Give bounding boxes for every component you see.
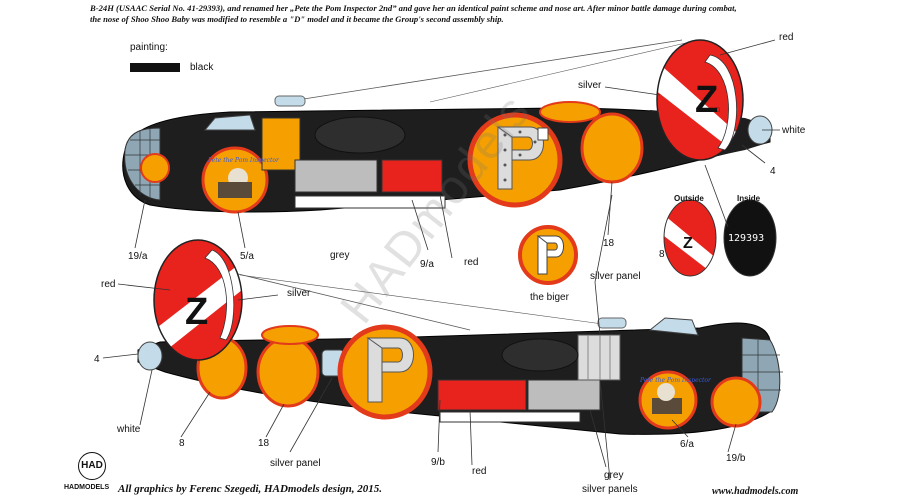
leader-lines [102, 39, 780, 481]
label-top-silver: silver [578, 80, 602, 91]
bottom-nose-art-text: Pete the Pom Inspector [639, 377, 712, 384]
label-bottom-silver: silver [287, 288, 311, 299]
header-line-2: the nose of Shoo Shoo Baby was modified … [90, 14, 504, 24]
label-bottom-18: 18 [258, 438, 270, 449]
label-top-8: 8 [659, 249, 665, 260]
label-bottom-6a: 6/a [680, 439, 694, 450]
bottom-aircraft-profile: Z [137, 239, 783, 435]
bottom-orange-circle-19b [710, 376, 762, 428]
label-bottom-4: 4 [94, 354, 100, 365]
bottom-tail-letter: Z [185, 291, 208, 333]
bigger-group-marking [518, 225, 578, 285]
top-orange-circle-18 [580, 112, 644, 184]
label-top-19a: 19/a [128, 251, 148, 262]
label-bottom-red-tail: red [101, 279, 116, 290]
bottom-red-panel [437, 379, 527, 411]
label-bottom-red-panel: red [472, 466, 487, 477]
label-top-18: 18 [603, 238, 615, 249]
label-top-red-panel: red [464, 257, 479, 268]
legend-swatch [130, 63, 180, 72]
bottom-grey-panel [527, 379, 601, 411]
footer-url[interactable]: www.hadmodels.com [712, 486, 799, 497]
legend-title: painting: [130, 42, 168, 53]
top-red-panel [381, 159, 443, 193]
top-turret-dome [274, 95, 306, 107]
top-cockpit-window [203, 114, 256, 131]
bottom-silver-panels [577, 334, 621, 381]
top-nose-orange-circle [140, 153, 170, 183]
top-tail-letter: Z [695, 79, 718, 121]
label-the-bigger: the biger [530, 292, 569, 303]
inside-serial: 129393 [728, 233, 764, 244]
legend-swatch-label: black [190, 62, 214, 73]
label-top-9a: 9/a [420, 259, 434, 270]
label-top-grey: grey [330, 250, 350, 261]
label-bottom-9b: 9/b [431, 457, 445, 468]
label-bottom-8: 8 [179, 438, 185, 449]
inside-title: Inside [737, 194, 761, 203]
label-top-white: white [782, 125, 806, 136]
label-bottom-grey: grey [604, 470, 624, 481]
label-bottom-silver-panel: silver panel [270, 458, 321, 469]
logo-name: HADMODELS [64, 484, 110, 491]
label-top-5a: 5/a [240, 251, 254, 262]
bottom-orange-circle-18 [256, 336, 320, 408]
svg-text:□: □ [715, 107, 720, 114]
top-aircraft-profile: Z □ [122, 39, 773, 214]
top-grey-panel [294, 159, 378, 193]
hadmodels-logo: HAD HADMODELS [64, 452, 120, 496]
label-bottom-19b: 19/b [726, 453, 746, 464]
antenna-wire-top [277, 39, 683, 104]
label-top-silver-panel: silver panel [590, 271, 641, 282]
top-orange-panel [261, 117, 301, 171]
logo-mark: HAD [78, 452, 106, 480]
label-top-red-tail: red [779, 32, 794, 43]
label-bottom-silver-panels: silver panels [582, 484, 638, 495]
top-nose-art-text: Pete the Pom Inspector [207, 157, 280, 164]
bottom-tail-turret [137, 341, 163, 371]
label-top-4: 4 [770, 166, 776, 177]
outside-tail-letter: Z [683, 235, 693, 252]
outside-title: Outside [674, 194, 704, 203]
header-line-1: B-24H (USAAC Serial No. 41-29393), and r… [90, 3, 737, 13]
label-bottom-white: white [117, 424, 141, 435]
tail-outside-decal: Z [663, 199, 717, 277]
footer-credit: All graphics by Ferenc Szegedi, HADmodel… [118, 483, 382, 495]
tail-inside-decal: 129393 [723, 199, 777, 277]
